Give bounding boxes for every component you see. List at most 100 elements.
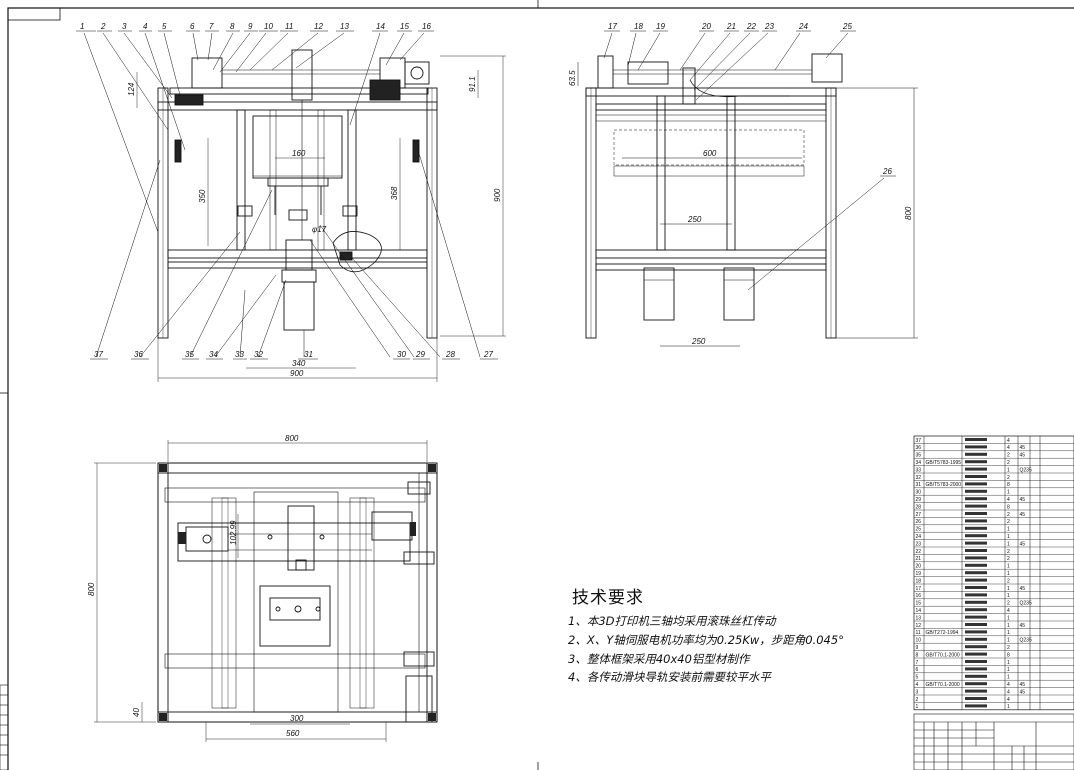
bom-row-number: 37 (916, 438, 922, 444)
bom-row-number: 1 (916, 704, 919, 710)
title-block (913, 713, 1074, 770)
bom-row-quantity: 1 (1007, 675, 1010, 681)
bom-row-material: 45 (1020, 512, 1026, 518)
dimension-368: 368 (390, 186, 399, 200)
part-label: 37 (94, 350, 103, 359)
dimension-800-vertical: 800 (87, 582, 96, 596)
bom-row-quantity: 1 (1007, 630, 1010, 636)
bom-row-quantity: 2 (1007, 601, 1010, 607)
bom-row-name-mark (965, 563, 987, 567)
bom-row-quantity: 1 (1007, 586, 1010, 592)
dimension-340: 340 (292, 359, 306, 368)
bom-row-name-mark (965, 526, 987, 530)
front-view: 1 2 3 4 5 6 7 8 9 10 11 12 13 14 15 16 3… (76, 22, 506, 382)
dimension-124: 124 (127, 82, 136, 96)
part-label: 36 (134, 350, 143, 359)
bom-row-material: 45 (1020, 586, 1026, 592)
bom-row-quantity: 4 (1007, 438, 1010, 444)
dimension-40: 40 (132, 708, 141, 717)
bom-row-number: 35 (916, 453, 922, 459)
bom-row-material: 45 (1020, 497, 1026, 503)
dimension-phi: φ17 (312, 225, 327, 234)
top-dimensions: 800 800 102.99 40 300 560 (87, 434, 304, 738)
bom-row-number: 21 (916, 556, 922, 562)
bom-row-quantity: 2 (1007, 578, 1010, 584)
bom-row-quantity: 4 (1007, 497, 1010, 503)
bom-row-name-mark (965, 630, 987, 634)
bom-row-quantity: 1 (1007, 467, 1010, 473)
bom-row-quantity: 1 (1007, 638, 1010, 644)
part-label: 8 (230, 22, 235, 31)
bom-row-name-mark (965, 489, 987, 493)
part-label: 32 (254, 350, 263, 359)
dimension-800-horizontal: 800 (285, 434, 299, 443)
part-label: 26 (882, 167, 892, 176)
bom-row-standard: GB/T70.1-2000 (926, 652, 960, 658)
dimension-900-horizontal: 900 (290, 369, 304, 378)
bom-row-number: 23 (916, 541, 922, 547)
bom-row-standard: GB/T70.1-2000 (926, 682, 960, 688)
bom-row-name-mark (965, 556, 987, 560)
bom-row-name-mark (965, 445, 987, 449)
bom-row-quantity: 1 (1007, 660, 1010, 666)
part-label: 24 (798, 22, 808, 31)
bom-row-standard: GB/T5783-1995 (926, 460, 962, 466)
part-label: 15 (400, 22, 409, 31)
tech-requirements-title: 技术要求 (572, 588, 644, 608)
bom-row-material: Q235 (1020, 601, 1032, 607)
bom-row-quantity: 1 (1007, 667, 1010, 673)
part-label: 3 (122, 22, 127, 31)
bom-row-material: Q235 (1020, 467, 1032, 473)
bom-row-quantity: 2 (1007, 549, 1010, 555)
bom-row-quantity: 2 (1007, 519, 1010, 525)
bom-row-material: 45 (1020, 623, 1026, 629)
bom-row-name-mark (965, 512, 987, 515)
bom-row-quantity: 2 (1007, 645, 1010, 651)
bom-row-number: 4 (916, 682, 919, 688)
bom-row-quantity: 4 (1007, 682, 1010, 688)
bom-row-name-mark (965, 689, 987, 693)
bom-row-number: 11 (916, 630, 921, 636)
binding-strip (0, 684, 9, 770)
bom-row-quantity: 4 (1007, 689, 1010, 695)
bom-row-quantity: 1 (1007, 534, 1010, 540)
bom-row-number: 32 (916, 475, 922, 481)
front-dimensions: 124 350 160 368 91.1 900 340 900 φ17 (127, 76, 502, 378)
bom-row-number: 31 (916, 482, 922, 488)
dimension-250-lower: 250 (691, 337, 706, 346)
part-label: 4 (143, 22, 148, 31)
part-label: 22 (746, 22, 756, 31)
dimension-250-upper: 250 (687, 215, 702, 224)
bom-row-number: 15 (916, 601, 922, 607)
bom-row-standard: GB/T5783-2000 (926, 482, 962, 488)
part-label: 10 (264, 22, 273, 31)
bom-row-quantity: 1 (1007, 704, 1010, 710)
side-view: 17 18 19 20 21 22 23 24 25 26 63.5 600 2… (568, 22, 918, 347)
side-part-labels: 17 18 19 20 21 22 23 24 25 26 (608, 22, 892, 176)
tech-requirement-2: 2、X、Y轴伺服电机功率均为0.25Kw，步距角0.045° (568, 633, 844, 647)
bom-row-number: 29 (916, 497, 922, 503)
bom-row-quantity: 1 (1007, 527, 1010, 533)
bom-row-name-mark (965, 549, 987, 552)
part-label: 16 (422, 22, 431, 31)
bom-row-number: 18 (916, 578, 922, 584)
dimension-300: 300 (290, 714, 304, 723)
bom-row-quantity: 1 (1007, 593, 1010, 599)
bom-row-number: 6 (916, 667, 919, 673)
bom-row-quantity: 1 (1007, 623, 1010, 629)
bom-row-quantity: 2 (1007, 453, 1010, 459)
tech-requirement-3: 3、整体框架采用40x40铝型材制作 (568, 652, 750, 666)
bom-row-name-mark (965, 467, 987, 471)
bom-row-number: 12 (916, 623, 922, 629)
tech-requirement-4: 4、各传动滑块导轨安装前需要较平水平 (568, 670, 771, 684)
part-label: 13 (340, 22, 349, 31)
bom-row-standard: GB/T272-1994 (926, 630, 959, 636)
bom-row-name-mark (965, 571, 987, 575)
side-dimensions: 63.5 600 250 800 250 (568, 70, 913, 346)
bom-row-material: 45 (1020, 689, 1026, 695)
bom-row-number: 36 (916, 445, 922, 451)
part-label: 11 (285, 22, 293, 31)
part-label: 1 (80, 22, 84, 31)
